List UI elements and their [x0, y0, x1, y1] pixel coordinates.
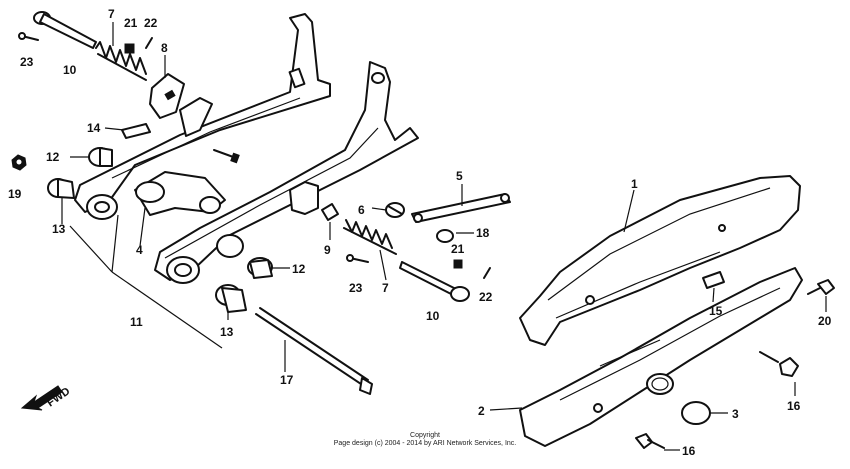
spring-7-bottom — [343, 219, 397, 255]
callout-7-bottom: 7 — [382, 281, 389, 295]
joint-18 — [436, 229, 454, 243]
bolt-17 — [255, 307, 373, 395]
bolt-16-b — [635, 433, 665, 449]
cap-3 — [681, 401, 711, 425]
callout-12-bottom: 12 — [292, 262, 306, 276]
pivot-pin-10-bottom — [399, 261, 470, 302]
callout-14: 14 — [87, 121, 101, 135]
leader-lines — [61, 22, 827, 451]
nut-21-top — [124, 43, 135, 54]
callout-16-a: 16 — [787, 399, 801, 413]
rod-5 — [411, 193, 511, 223]
callout-12-top: 12 — [46, 150, 60, 164]
callout-4: 4 — [136, 243, 143, 257]
chain-case-lower-2 — [519, 267, 803, 447]
washer-9 — [321, 203, 339, 221]
callout-6: 6 — [358, 203, 365, 217]
cotter-pin-23-bottom — [346, 254, 369, 263]
nut-21-bottom — [453, 259, 463, 269]
callout-3: 3 — [732, 407, 739, 421]
callout-22-top: 22 — [144, 16, 158, 30]
callout-7-top: 7 — [108, 7, 115, 21]
callout-9: 9 — [324, 243, 331, 257]
copyright-line: Copyright — [410, 432, 440, 439]
callout-16-b: 16 — [682, 444, 696, 458]
callout-numbers: 7 21 22 8 23 10 14 12 19 13 4 11 12 13 1… — [8, 7, 832, 458]
bushing-13-top — [47, 178, 75, 199]
bolt-16-a — [759, 351, 799, 377]
copyright-notice: Page design (c) 2004 - 2014 by ARI Netwo… — [333, 440, 517, 447]
callout-21-top: 21 — [124, 16, 138, 30]
collar-12-top — [88, 147, 113, 167]
collar-6 — [385, 202, 405, 218]
callout-8: 8 — [161, 41, 168, 55]
callout-23-bottom: 23 — [349, 281, 363, 295]
callout-19: 19 — [8, 187, 22, 201]
spring-7-top — [95, 41, 147, 81]
callout-18: 18 — [476, 226, 490, 240]
step-arm-assembly — [74, 13, 419, 284]
chain-case-upper-1 — [519, 175, 801, 346]
callout-5: 5 — [456, 169, 463, 183]
callout-22-bottom: 22 — [479, 290, 493, 304]
cotter-pin-23-top — [18, 32, 39, 41]
pin-22-bottom — [483, 267, 491, 279]
callout-21-bottom: 21 — [451, 242, 465, 256]
collar-12-bottom — [247, 257, 273, 279]
nut-19 — [11, 154, 27, 171]
pivot-pin-10-top — [33, 11, 97, 49]
bushing-13-bottom — [215, 284, 247, 313]
callout-15: 15 — [709, 304, 723, 318]
callout-23-top: 23 — [20, 55, 34, 69]
fwd-arrow: FWD — [20, 385, 72, 411]
label-14 — [121, 123, 151, 139]
fwd-label: FWD — [45, 385, 72, 409]
callout-17: 17 — [280, 373, 294, 387]
callout-10-bottom: 10 — [426, 309, 440, 323]
pin-22-top — [145, 37, 153, 49]
plate-8 — [149, 73, 185, 119]
bolt-20 — [807, 279, 835, 295]
callout-11: 11 — [130, 315, 143, 329]
callout-13-top: 13 — [52, 222, 66, 236]
callout-20: 20 — [818, 314, 832, 328]
callout-2: 2 — [478, 404, 485, 418]
callout-13-bottom: 13 — [220, 325, 234, 339]
callout-1: 1 — [631, 177, 638, 191]
callout-10-top: 10 — [63, 63, 77, 77]
